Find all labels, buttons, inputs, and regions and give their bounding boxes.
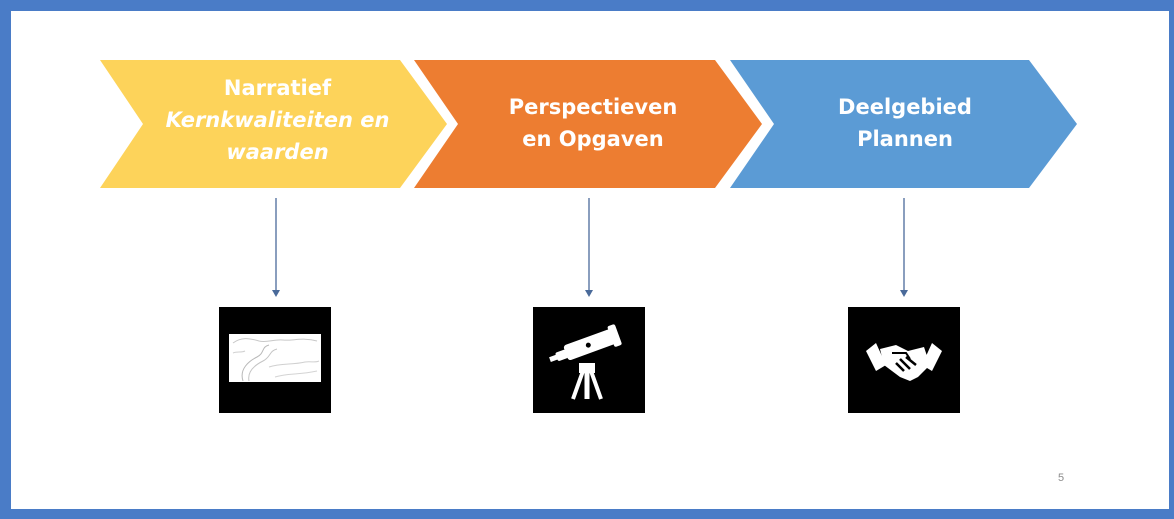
- step-title-line1: Perspectieven: [508, 95, 678, 119]
- handshake-icon: [848, 307, 960, 413]
- connector-arrow-perspectieven: [585, 198, 593, 297]
- landscape-sketch-icon: [219, 307, 331, 413]
- page-number: 5: [1058, 472, 1065, 484]
- connector-arrow-deelgebied: [900, 198, 908, 297]
- chevron-narratief: [100, 60, 447, 188]
- step-title-line1: Deelgebied: [838, 95, 972, 119]
- step-title-line2: Plannen: [857, 127, 953, 151]
- step-title: Narratief: [223, 76, 332, 100]
- step-title-line2: en Opgaven: [522, 127, 664, 151]
- step-label-perspectieven: Perspectieven en Opgaven: [478, 91, 708, 155]
- step-subtitle-line2: waarden: [226, 140, 329, 164]
- chevron-deelgebied: [730, 60, 1077, 188]
- chevron-perspectieven: [414, 60, 762, 188]
- telescope-icon: [533, 307, 645, 413]
- step-label-narratief: Narratief Kernkwaliteiten en waarden: [155, 72, 400, 168]
- connector-arrow-narratief: [272, 198, 280, 297]
- step-label-deelgebied: Deelgebied Plannen: [790, 91, 1020, 155]
- step-subtitle-line1: Kernkwaliteiten en: [165, 108, 390, 132]
